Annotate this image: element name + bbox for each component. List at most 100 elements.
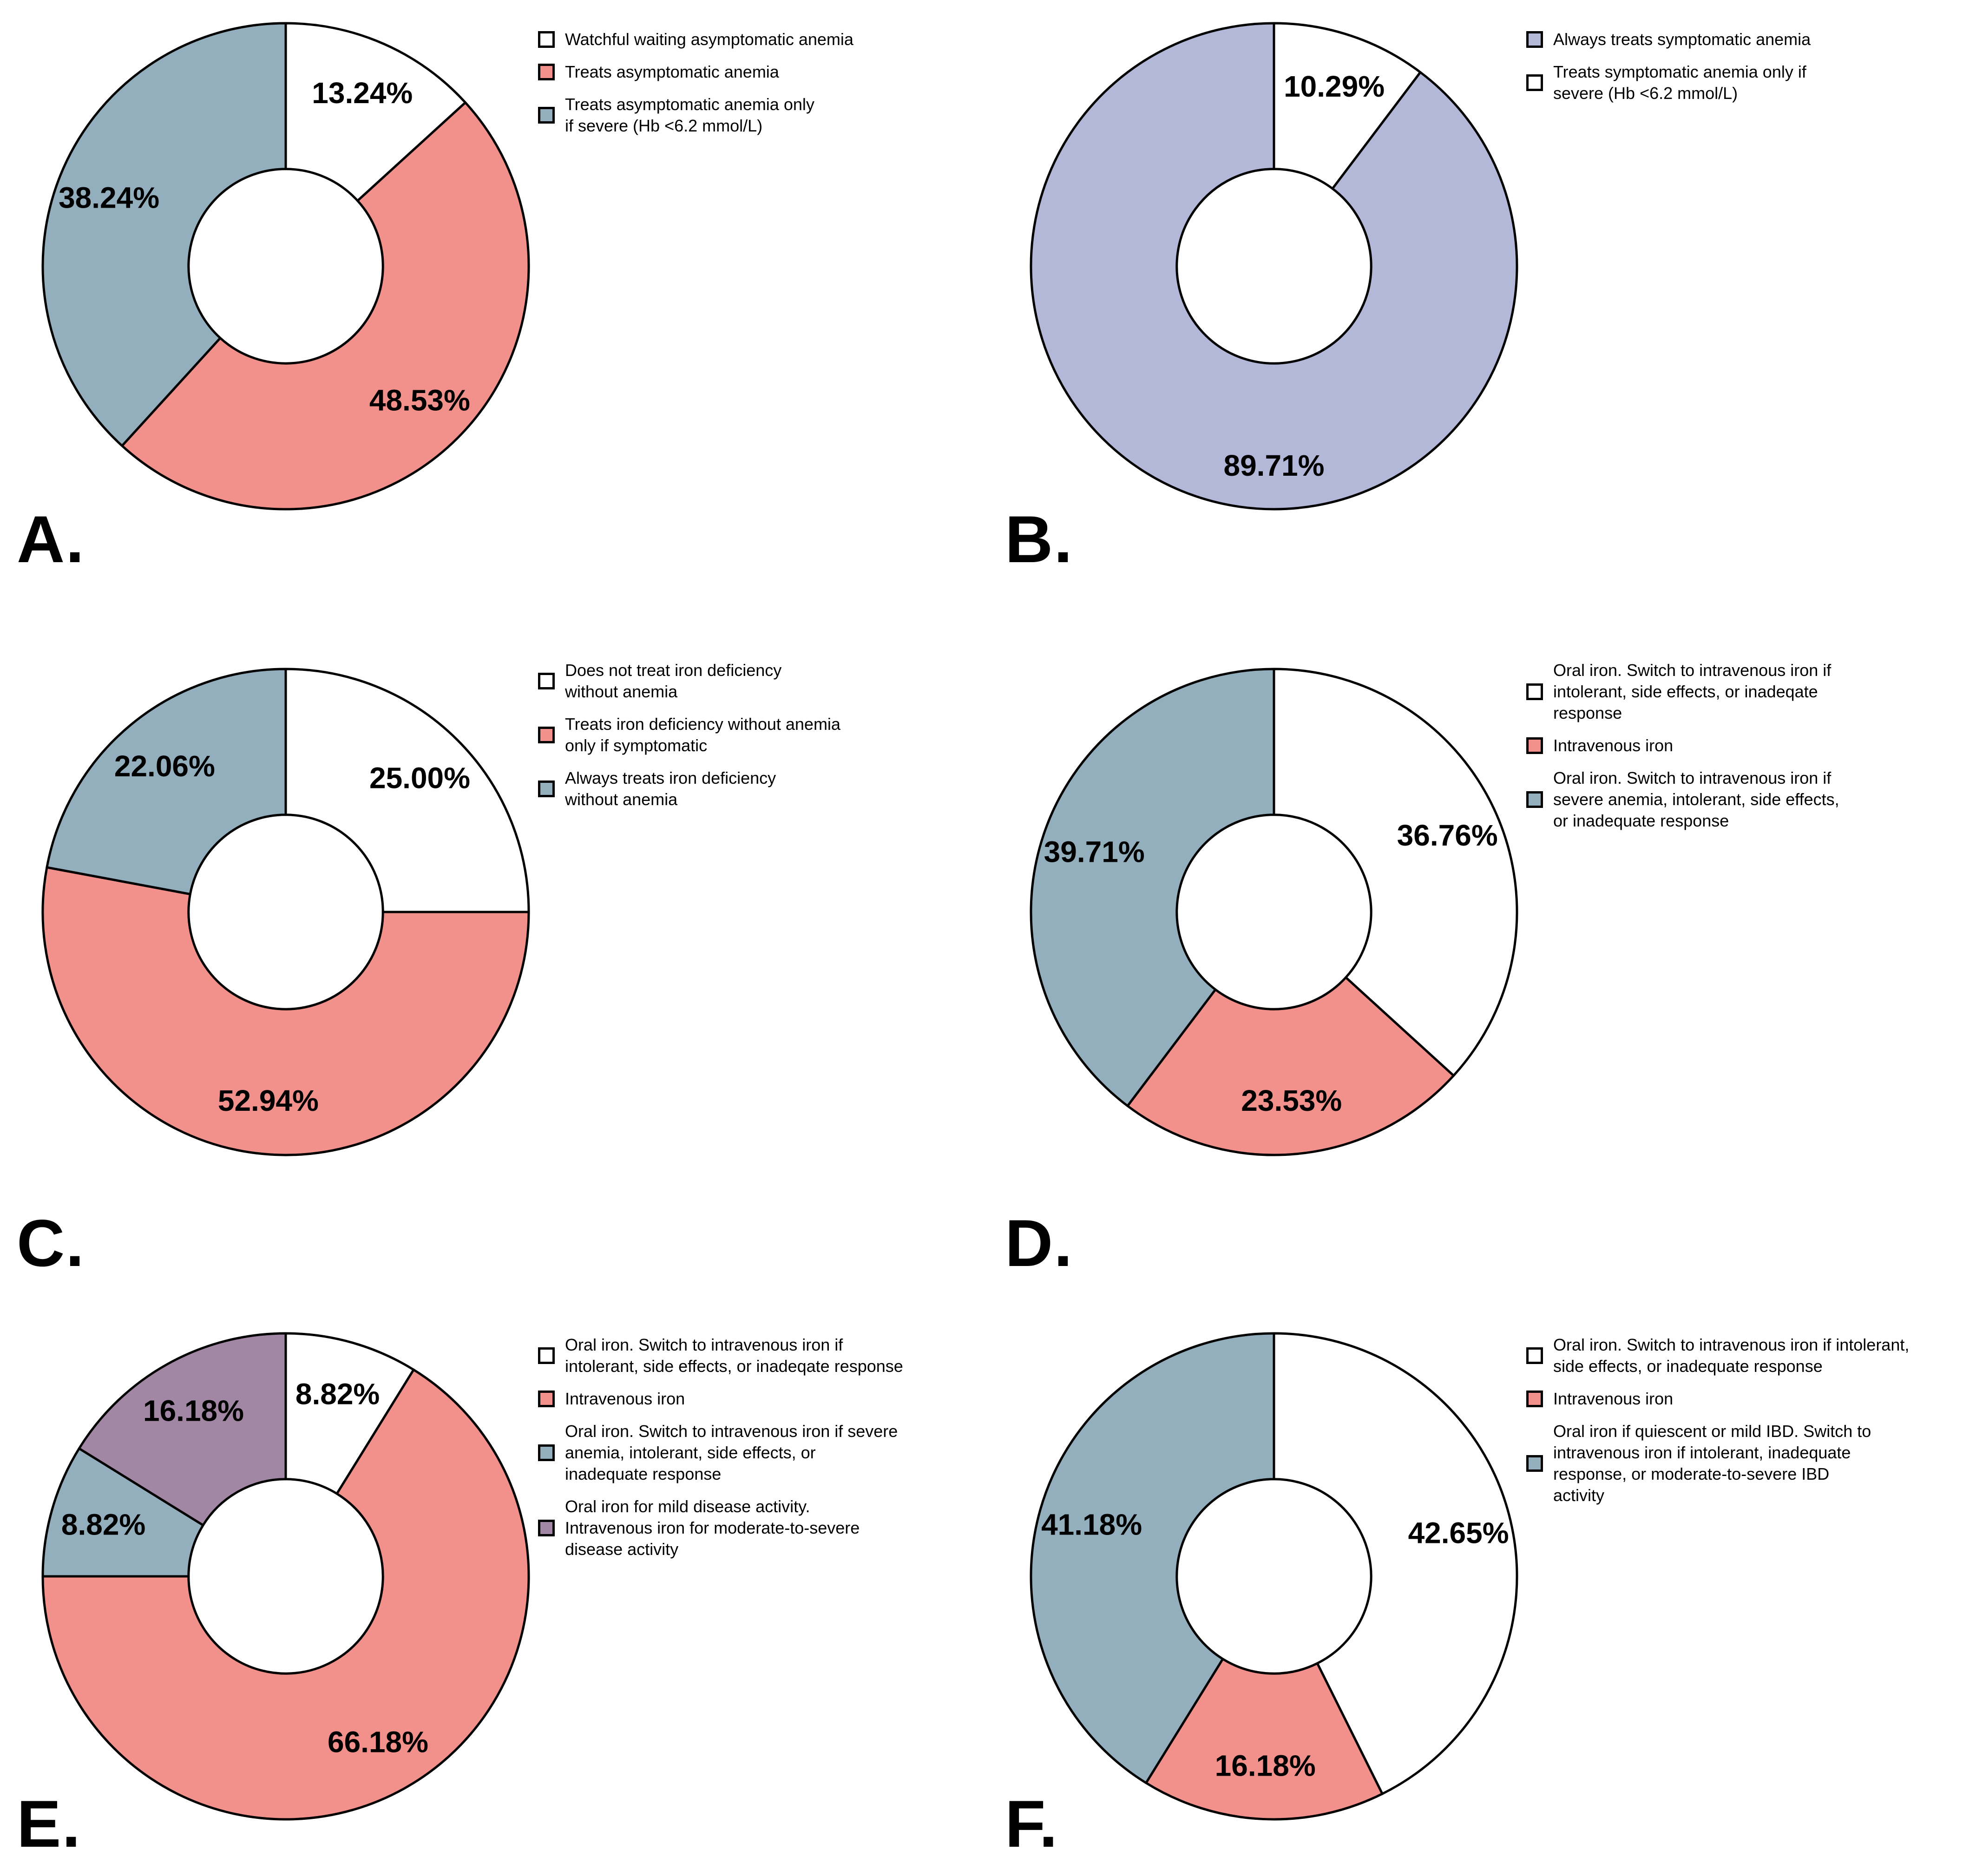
legend-label: Watchful waiting asymptomatic anemia xyxy=(565,30,853,49)
legend-item: Oral iron. Switch to intravenous iron if… xyxy=(1526,1334,1909,1377)
panel-letter-label: A. xyxy=(17,503,85,577)
legend-item: Always treats iron deficiency without an… xyxy=(538,767,840,810)
pie-slice-pink xyxy=(1145,1658,1384,1821)
slice-percentage-label: 8.82% xyxy=(295,1377,380,1411)
pie-slice-blue xyxy=(46,668,287,896)
pie-slice-pink xyxy=(41,1368,530,1821)
legend-swatch-purple xyxy=(538,1520,555,1536)
legend-item: Does not treat iron deficiency without a… xyxy=(538,660,840,702)
legend-swatch-blue xyxy=(1526,791,1543,808)
legend-label: Intravenous iron xyxy=(565,1389,685,1408)
legend-label: Intravenous iron xyxy=(1553,736,1674,755)
slice-percentage-label: 22.06% xyxy=(114,749,215,783)
legend-label: Always treats symptomatic anemia xyxy=(1553,30,1811,49)
panel-letter-label: D. xyxy=(1005,1207,1073,1280)
legend-item: Oral iron if quiescent or mild IBD. Swit… xyxy=(1526,1421,1909,1506)
legend-label: Oral iron. Switch to intravenous iron if… xyxy=(1553,661,1832,722)
pie-slice-white xyxy=(284,1332,415,1495)
pie-slice-purple xyxy=(78,1332,287,1527)
legend-item: Oral iron. Switch to intravenous iron if… xyxy=(538,1334,903,1377)
chart-legend: Does not treat iron deficiency without a… xyxy=(538,660,840,821)
donut-chart: 25.00% 52.94% 22.06% xyxy=(30,656,541,1168)
panel-d: 36.76%23.53%39.71% Oral iron. Switch to i… xyxy=(988,627,1976,1292)
legend-item: Treats symptomatic anemia only if severe… xyxy=(1526,61,1811,104)
slice-percentage-label: 25.00% xyxy=(369,761,470,795)
panel-letter-label: E. xyxy=(17,1787,82,1861)
slice-percentage-label: 10.29% xyxy=(1284,70,1385,103)
donut-svg: 36.76%23.53%39.71% xyxy=(1030,668,1518,1156)
legend-label: Oral iron if quiescent or mild IBD. Swit… xyxy=(1553,1422,1871,1505)
legend-label: Oral iron. Switch to intravenous iron if… xyxy=(1553,768,1839,830)
legend-label: Treats iron deficiency without anemia on… xyxy=(565,715,840,755)
legend-swatch-white xyxy=(538,31,555,48)
legend-swatch-blue xyxy=(538,781,555,797)
slice-percentage-label: 52.94% xyxy=(218,1084,319,1117)
legend-item: Oral iron. Switch to intravenous iron if… xyxy=(1526,660,1839,724)
pie-slice-lavender xyxy=(1030,22,1518,511)
legend-item: Intravenous iron xyxy=(1526,735,1839,756)
pie-slice-white xyxy=(284,22,467,202)
slice-percentage-label: 16.18% xyxy=(143,1394,244,1428)
legend-item: Treats iron deficiency without anemia on… xyxy=(538,714,840,756)
pie-slice-pink xyxy=(41,866,530,1156)
slice-percentage-label: 39.71% xyxy=(1044,835,1145,868)
legend-item: Treats asymptomatic anemia only if sever… xyxy=(538,94,853,137)
donut-svg: 25.00% 52.94% 22.06% xyxy=(41,668,530,1156)
panel-e: 8.82%66.18%8.82%16.18%Oral iron. Switch … xyxy=(0,1292,988,1876)
panel-b: 10.29% 89.71% Always treats symptomatic an… xyxy=(988,0,1976,627)
chart-legend: Oral iron. Switch to intravenous iron if… xyxy=(1526,1334,1909,1517)
legend-swatch-blue xyxy=(538,107,555,124)
legend-item: Oral iron. Switch to intravenous iron if… xyxy=(538,1421,903,1485)
legend-swatch-white xyxy=(1526,74,1543,91)
slice-percentage-label: 8.82% xyxy=(61,1508,145,1541)
legend-swatch-blue xyxy=(538,1444,555,1461)
pie-slice-blue xyxy=(41,1447,204,1578)
donut-chart: 8.82%66.18%8.82%16.18% xyxy=(30,1321,541,1832)
legend-label: Does not treat iron deficiency without a… xyxy=(565,661,782,701)
legend-item: Always treats symptomatic anemia xyxy=(1526,29,1811,50)
pie-slice-white xyxy=(284,668,530,913)
donut-svg: 13.24% 48.53% 38.24% xyxy=(41,22,530,511)
pie-slice-pink xyxy=(1126,976,1455,1156)
donut-chart: 10.29% 89.71% xyxy=(1018,11,1530,522)
pie-slice-white xyxy=(1273,22,1422,190)
panel-a: 13.24% 48.53% 38.24% Watchful waiting asymp… xyxy=(0,0,988,627)
slice-percentage-label: 13.24% xyxy=(312,76,413,110)
panel-f: 42.65% 16.18% 41.18% Oral iron. Switch to i… xyxy=(988,1292,1976,1876)
legend-item: Treats asymptomatic anemia xyxy=(538,61,853,83)
slice-percentage-label: 42.65% xyxy=(1408,1516,1509,1550)
legend-swatch-pink xyxy=(1526,1391,1543,1407)
legend-swatch-pink xyxy=(1526,737,1543,754)
legend-label: Treats symptomatic anemia only if severe… xyxy=(1553,62,1806,103)
legend-item: Intravenous iron xyxy=(538,1388,903,1410)
slice-percentage-label: 16.18% xyxy=(1215,1749,1316,1783)
legend-label: Oral iron. Switch to intravenous iron if… xyxy=(565,1422,898,1483)
slice-percentage-label: 36.76% xyxy=(1397,819,1498,852)
donut-chart: 42.65% 16.18% 41.18% xyxy=(1018,1321,1530,1832)
slice-percentage-label: 89.71% xyxy=(1223,449,1324,482)
slice-percentage-label: 48.53% xyxy=(369,384,470,417)
panel-letter-label: F. xyxy=(1005,1787,1059,1861)
legend-label: Always treats iron deficiency without an… xyxy=(565,768,776,809)
legend-item: Oral iron. Switch to intravenous iron if… xyxy=(1526,767,1839,832)
legend-label: Treats asymptomatic anemia xyxy=(565,62,779,81)
pie-slice-blue xyxy=(1030,1332,1275,1784)
legend-swatch-lavender xyxy=(1526,31,1543,48)
legend-swatch-pink xyxy=(538,1391,555,1407)
legend-swatch-white xyxy=(538,673,555,689)
legend-item: Intravenous iron xyxy=(1526,1388,1909,1410)
legend-label: Oral iron. Switch to intravenous iron if… xyxy=(1553,1335,1910,1376)
donut-svg: 8.82%66.18%8.82%16.18% xyxy=(41,1332,530,1821)
legend-item: Watchful waiting asymptomatic anemia xyxy=(538,29,853,50)
slice-percentage-label: 41.18% xyxy=(1041,1508,1142,1541)
donut-chart: 36.76%23.53%39.71% xyxy=(1018,656,1530,1168)
legend-label: Oral iron for mild disease activity. Int… xyxy=(565,1497,860,1559)
legend-item: Oral iron for mild disease activity. Int… xyxy=(538,1496,903,1560)
pie-slice-blue xyxy=(1030,668,1275,1107)
slice-percentage-label: 38.24% xyxy=(59,181,159,215)
pie-slice-blue xyxy=(41,22,287,447)
legend-swatch-white xyxy=(1526,1347,1543,1364)
